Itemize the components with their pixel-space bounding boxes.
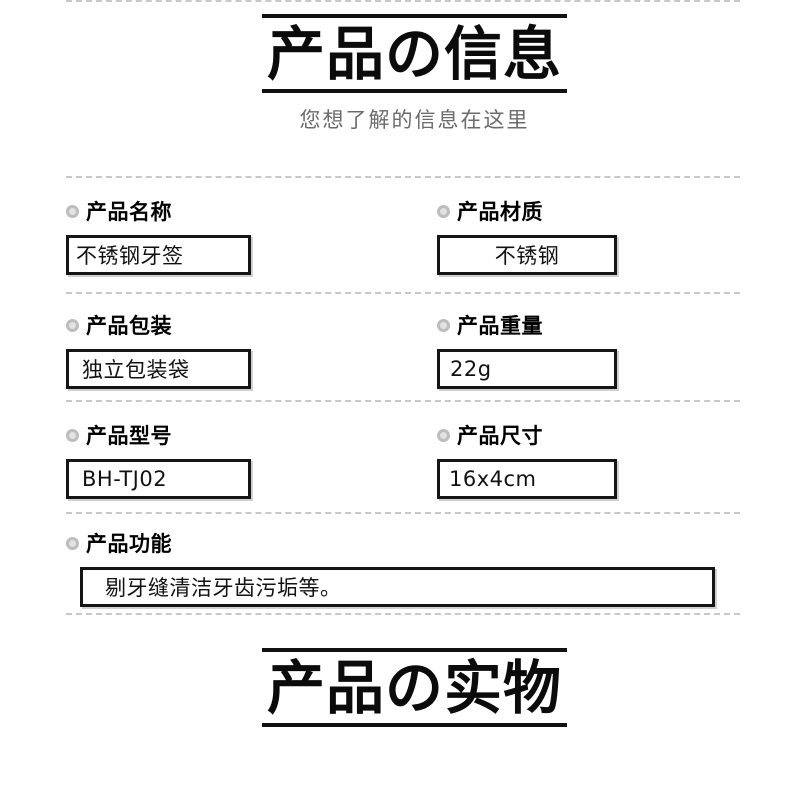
field-value-size: 16x4cm [437, 459, 617, 499]
field-label-row: 产品名称 [66, 196, 251, 226]
ring-bullet-icon [66, 318, 79, 332]
field-label-row: 产品功能 [66, 528, 715, 558]
separator-3 [66, 400, 740, 402]
spec-field-weight: 产品重量 22g [437, 310, 617, 389]
footer-heading-rule-bottom [262, 722, 567, 727]
spec-row: 产品名称 不锈钢牙签 产品材质 不锈钢 [0, 196, 800, 300]
heading-rule-bottom [262, 88, 567, 93]
spec-field-packaging: 产品包装 独立包装袋 [66, 310, 251, 389]
field-value-model: BH-TJ02 [66, 459, 251, 499]
field-value-weight: 22g [437, 349, 617, 389]
spec-field-product-name: 产品名称 不锈钢牙签 [66, 196, 251, 275]
ring-bullet-icon [437, 428, 450, 442]
field-value-material: 不锈钢 [437, 235, 617, 275]
ring-bullet-icon [437, 318, 450, 332]
field-label-text: 产品包装 [86, 314, 172, 338]
field-value-product-name: 不锈钢牙签 [66, 235, 251, 275]
footer-heading-rule-top [262, 648, 567, 652]
field-label-text: 产品型号 [86, 424, 172, 448]
separator-2 [66, 292, 740, 294]
ring-bullet-icon [437, 204, 450, 218]
field-value-function: 剔牙缝清洁牙齿污垢等。 [80, 567, 715, 607]
ring-bullet-icon [66, 204, 79, 218]
field-label-text: 产品尺寸 [457, 424, 543, 448]
footer-page-title: 产品の实物 [266, 654, 562, 722]
spec-row-function: 产品功能 剔牙缝清洁牙齿污垢等。 [0, 528, 800, 628]
separator-1 [66, 176, 740, 178]
spec-field-size: 产品尺寸 16x4cm [437, 420, 617, 499]
heading-rule-top [262, 14, 567, 18]
separator-4 [66, 512, 740, 514]
spec-field-function: 产品功能 剔牙缝清洁牙齿污垢等。 [66, 528, 715, 607]
spec-row: 产品型号 BH-TJ02 产品尺寸 16x4cm [0, 420, 800, 524]
field-label-row: 产品尺寸 [437, 420, 617, 450]
product-photos-heading-block: 产品の实物 [262, 648, 567, 727]
field-label-text: 产品重量 [457, 314, 543, 338]
product-info-heading-block: 产品の信息 您想了解的信息在这里 [262, 14, 567, 134]
spec-field-model: 产品型号 BH-TJ02 [66, 420, 251, 499]
page-subtitle: 您想了解的信息在这里 [299, 107, 530, 132]
field-label-text: 产品功能 [86, 532, 172, 556]
spec-row: 产品包装 独立包装袋 产品重量 22g [0, 310, 800, 414]
separator-5 [66, 613, 740, 615]
ring-bullet-icon [66, 536, 79, 550]
field-label-row: 产品重量 [437, 310, 617, 340]
field-label-row: 产品型号 [66, 420, 251, 450]
ring-bullet-icon [66, 428, 79, 442]
field-value-packaging: 独立包装袋 [66, 349, 251, 389]
field-label-row: 产品包装 [66, 310, 251, 340]
field-label-text: 产品名称 [86, 200, 172, 224]
page-title: 产品の信息 [266, 20, 562, 88]
field-label-text: 产品材质 [457, 200, 543, 224]
field-label-row: 产品材质 [437, 196, 617, 226]
spec-field-material: 产品材质 不锈钢 [437, 196, 617, 275]
